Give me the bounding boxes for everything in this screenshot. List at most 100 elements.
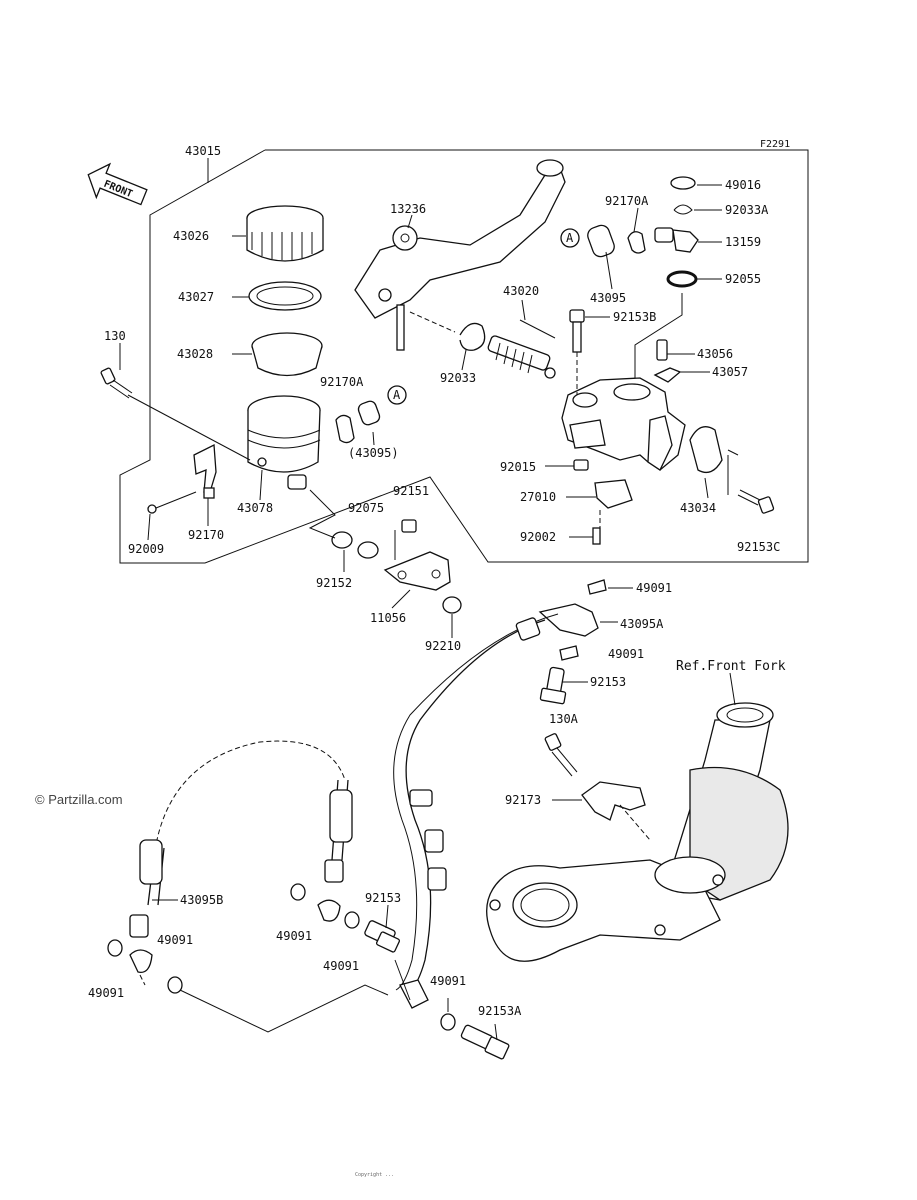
callout-a: A: [393, 388, 401, 402]
washer-49091-a: [587, 579, 607, 595]
bolt-92151: [401, 519, 417, 533]
reservoir-hose: [587, 224, 615, 258]
label-43095a: 43095A: [620, 617, 664, 631]
bolt-130: [100, 367, 133, 399]
label-43057: 43057: [712, 365, 748, 379]
label-92015: 92015: [500, 460, 536, 474]
label-92009: 92009: [128, 542, 164, 556]
label-49091-e: 49091: [276, 929, 312, 943]
diaphragm-plate: [248, 281, 322, 311]
master-cylinder-body: [561, 377, 686, 471]
label-43026: 43026: [173, 229, 209, 243]
label-92151: 92151: [393, 484, 429, 498]
label-13159: 13159: [725, 235, 761, 249]
watermark: © Partzilla.com: [35, 792, 123, 807]
label-49091-d: 49091: [88, 986, 124, 1000]
label-92153-left: 92153: [365, 891, 401, 905]
banjo-43095a: [538, 603, 599, 637]
bolt-92153c: [737, 489, 775, 514]
banjo-left-2: [317, 899, 341, 922]
copyright-line: Copyright ...: [355, 1172, 394, 1178]
cap-49016: [670, 176, 696, 190]
label-92170a-top: 92170A: [605, 194, 649, 208]
washer-92152: [331, 531, 353, 549]
label-92033a: 92033A: [725, 203, 769, 217]
label-43095b: 43095B: [180, 893, 223, 907]
callout-a-circle: [387, 385, 407, 405]
reference-front-fork: Ref.Front Fork: [676, 659, 786, 674]
label-43056: 43056: [697, 347, 733, 361]
reservoir-bracket: [193, 443, 217, 493]
reservoir-body: [247, 395, 321, 490]
label-49091-g: 49091: [430, 974, 466, 988]
handlebar-clamp: [689, 426, 723, 474]
reservoir-hose-clamp: [335, 400, 381, 444]
label-92210: 92210: [425, 639, 461, 653]
brake-hose-main: [405, 619, 546, 991]
hose-guide-92173: [581, 781, 646, 821]
master-cylinder-piston: [487, 335, 556, 379]
label-92002: 92002: [520, 530, 556, 544]
label-92173: 92173: [505, 793, 541, 807]
brake-hose-left: [154, 740, 346, 851]
banjo-lower: [399, 979, 429, 1009]
label-130: 130: [104, 329, 126, 343]
diaphragm: [251, 332, 323, 377]
label-49091-a: 49091: [636, 581, 672, 595]
banjo-left-1: [129, 949, 153, 974]
washer-49091-b: [559, 645, 579, 661]
label-43095-paren: (43095): [348, 446, 399, 460]
brake-light-switch: [594, 479, 633, 509]
label-92153b: 92153B: [613, 310, 656, 324]
label-92170: 92170: [188, 528, 224, 542]
bolt-130a: [544, 733, 578, 777]
label-130a: 130A: [549, 712, 579, 726]
callout-a-top: A: [566, 231, 574, 245]
bleeder-valve: [656, 339, 668, 361]
label-92153: 92153: [590, 675, 626, 689]
brake-lever: [354, 159, 566, 351]
figure-code: F2291: [760, 139, 790, 150]
label-92055: 92055: [725, 272, 761, 286]
label-43095-top: 43095: [590, 291, 626, 305]
label-92075: 92075: [348, 501, 384, 515]
leader-lines: [119, 184, 736, 1041]
label-43028: 43028: [177, 347, 213, 361]
banjo-bolt-92153-left: [364, 920, 401, 953]
label-92153c: 92153C: [737, 540, 780, 554]
label-27010: 27010: [520, 490, 556, 504]
label-43015: 43015: [185, 144, 221, 158]
front-arrow-icon: FRONT: [87, 162, 148, 206]
label-43020: 43020: [503, 284, 539, 298]
label-49091-b: 49091: [608, 647, 644, 661]
banjo-bolt-92153: [539, 666, 567, 705]
label-92033: 92033: [440, 371, 476, 385]
circlip-92033: [459, 322, 486, 351]
screw-92002: [592, 527, 601, 545]
label-43078: 43078: [237, 501, 273, 515]
label-43034: 43034: [680, 501, 716, 515]
label-49016: 49016: [725, 178, 761, 192]
label-11056: 11056: [370, 611, 406, 625]
o-ring-92055: [666, 270, 698, 288]
part-number-labels: 43015 43026 43027 43028 130 13236 43020 …: [88, 144, 780, 1018]
reservoir-cap: [246, 205, 324, 262]
label-92152: 92152: [316, 576, 352, 590]
front-fork-stem: [486, 702, 789, 962]
reservoir-fitting-13159: [654, 227, 699, 253]
bracket-11056: [383, 551, 451, 591]
nut-92015: [573, 459, 589, 471]
nut-92210: [442, 596, 462, 614]
banjo-bolt-92153a: [460, 1024, 510, 1060]
circlip-92033a: [673, 204, 693, 215]
label-49091-f: 49091: [323, 959, 359, 973]
label-92153a: 92153A: [478, 1004, 522, 1018]
bleeder-cap: [653, 367, 682, 383]
assembly-boundary: [119, 149, 809, 564]
label-13236: 13236: [390, 202, 426, 216]
hose-clamp-92170a: [627, 231, 646, 254]
pivot-bolt-92153b: [569, 309, 585, 353]
label-92170a: 92170A: [320, 375, 364, 389]
label-43027: 43027: [178, 290, 214, 304]
